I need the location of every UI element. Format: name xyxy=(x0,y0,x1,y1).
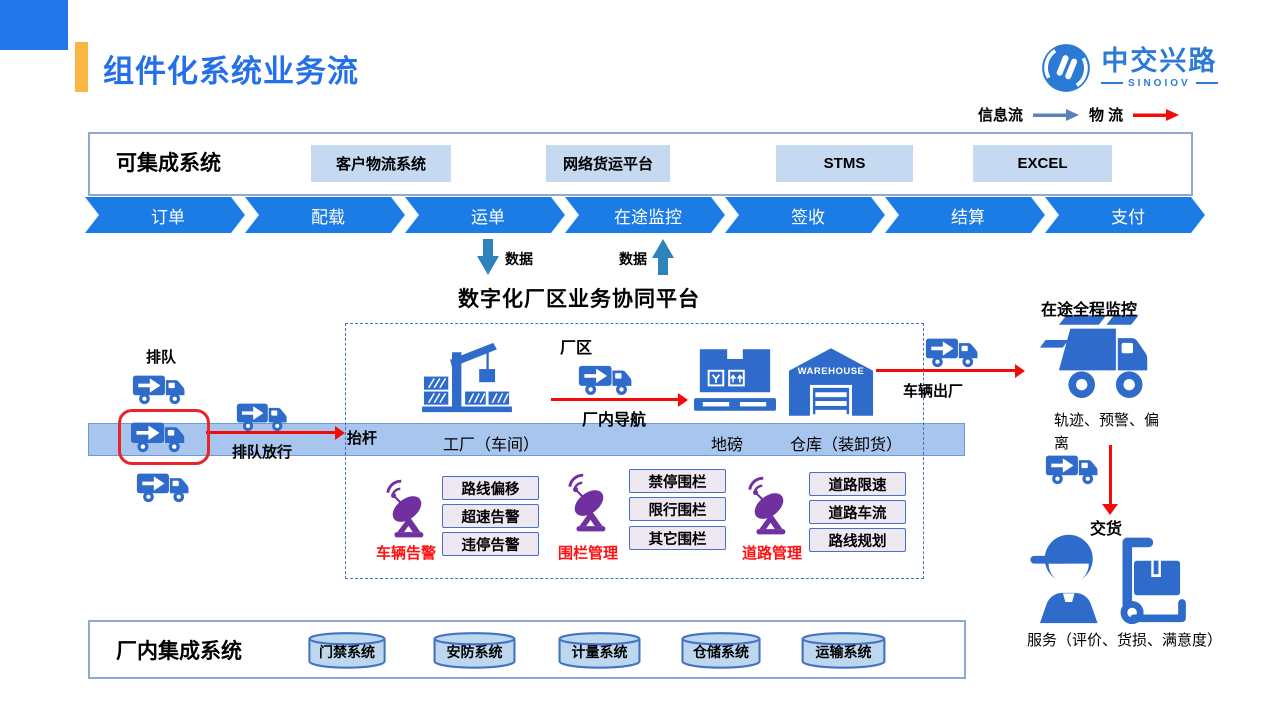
satellite-icon xyxy=(382,479,432,541)
truck-icon xyxy=(1045,452,1102,486)
logo-icon xyxy=(1040,42,1092,94)
integrable-systems-label: 可集成系统 xyxy=(116,152,221,175)
process-flow-bar: 订单 配载 运单 在途监控 签收 结算 支付 xyxy=(85,197,1205,233)
weighbridge-icon xyxy=(694,347,776,416)
system-pill-freight-platform: 网络货运平台 xyxy=(546,145,670,182)
road-pill-route-plan: 路线规划 xyxy=(809,528,906,552)
system-cylinder-security: 安防系统 xyxy=(432,631,517,669)
delivery-arrow xyxy=(1109,445,1112,505)
system-pill-excel: EXCEL xyxy=(973,145,1112,182)
fence-pill-restricted: 限行围栏 xyxy=(629,497,726,521)
band-factory-label: 工厂（车间） xyxy=(443,437,540,454)
system-cylinder-access: 门禁系统 xyxy=(307,631,387,669)
legend-material-label: 物 流 xyxy=(1089,107,1124,124)
integrated-systems-label: 厂内集成系统 xyxy=(116,640,242,663)
service-label: 服务（评价、货损、满意度） xyxy=(1027,632,1223,649)
system-cylinder-transport: 运输系统 xyxy=(800,631,887,669)
fence-management-label: 围栏管理 xyxy=(558,545,619,562)
cylinder-icon xyxy=(558,632,641,669)
vehicle-alert-label: 车辆告警 xyxy=(376,545,437,562)
road-management-label: 道路管理 xyxy=(742,545,803,562)
truck-icon xyxy=(236,400,291,433)
process-step-order: 订单 xyxy=(85,197,245,233)
system-cylinder-warehouse: 仓储系统 xyxy=(680,631,762,669)
system-pill-stms: STMS xyxy=(776,145,913,182)
queue-release-label: 排队放行 xyxy=(232,444,293,461)
in-plant-navigation-arrow xyxy=(551,392,688,407)
system-cylinder-metering: 计量系统 xyxy=(557,631,642,669)
truck-icon xyxy=(132,372,189,406)
queue-release-arrow xyxy=(206,425,345,440)
header-accent-bar xyxy=(75,42,88,92)
delivery-arrow-head xyxy=(1102,504,1118,515)
data-down-arrow-icon xyxy=(477,239,499,275)
cylinder-icon xyxy=(308,632,386,669)
cylinder-icon xyxy=(801,632,886,669)
crane-icon xyxy=(420,341,514,414)
satellite-icon xyxy=(744,476,794,538)
alert-pill-route-deviation: 路线偏移 xyxy=(442,476,539,500)
truck-icon xyxy=(130,419,189,454)
company-logo: 中交兴路 SINOIOV xyxy=(1040,42,1218,94)
monitoring-title: 在途全程监控 xyxy=(1041,302,1138,319)
info-flow-arrow-icon xyxy=(1033,108,1080,121)
band-weighbridge-label: 地磅 xyxy=(711,437,744,454)
material-flow-arrow-icon xyxy=(1133,108,1180,121)
integrable-systems-box: 可集成系统 客户物流系统 网络货运平台 STMS EXCEL xyxy=(88,132,1193,196)
integrated-systems-box: 厂内集成系统 门禁系统 安防系统 计量系统 xyxy=(88,620,966,679)
road-pill-traffic: 道路车流 xyxy=(809,500,906,524)
process-step-loading: 配载 xyxy=(245,197,405,233)
road-pill-speed-limit: 道路限速 xyxy=(809,472,906,496)
warehouse-icon: WAREHOUSE xyxy=(787,345,875,418)
monitoring-desc: 轨迹、预警、偏离 xyxy=(1054,412,1160,453)
cylinder-icon xyxy=(681,632,761,669)
process-step-waybill: 运单 xyxy=(405,197,565,233)
fence-pill-other: 其它围栏 xyxy=(629,526,726,550)
process-step-monitoring: 在途监控 xyxy=(565,197,725,233)
queue-label: 排队 xyxy=(146,349,177,366)
data-down-label: 数据 xyxy=(505,251,533,267)
truck-icon xyxy=(136,470,193,504)
system-pill-customer-logistics: 客户物流系统 xyxy=(311,145,451,182)
alert-pill-speeding: 超速告警 xyxy=(442,504,539,528)
flow-legend: 信息流 物 流 xyxy=(978,104,1180,125)
fast-truck-icon xyxy=(1038,315,1152,403)
logo-subtitle: SINOIOV xyxy=(1101,78,1218,89)
band-gate-label: 抬杆 xyxy=(347,430,378,447)
logo-text: 中交兴路 SINOIOV xyxy=(1101,46,1218,89)
header-accent-block xyxy=(0,0,68,50)
fence-pill-no-stop: 禁停围栏 xyxy=(629,469,726,493)
in-plant-navigation-label: 厂内导航 xyxy=(582,412,647,429)
warehouse-sign-text: WAREHOUSE xyxy=(797,366,865,377)
zone-label: 厂区 xyxy=(560,340,593,357)
process-step-settlement: 结算 xyxy=(885,197,1045,233)
warehouse-building-icon xyxy=(787,345,875,418)
alert-pill-illegal-parking: 违停告警 xyxy=(442,532,539,556)
process-step-sign: 签收 xyxy=(725,197,885,233)
vehicle-exit-arrow xyxy=(876,363,1025,378)
truck-icon xyxy=(925,335,982,369)
process-step-payment: 支付 xyxy=(1045,197,1205,233)
data-up-arrow-icon xyxy=(652,239,674,275)
logo-name: 中交兴路 xyxy=(1101,46,1218,77)
cylinder-icon xyxy=(433,632,516,669)
delivery-label: 交货 xyxy=(1090,521,1123,538)
page-title: 组件化系统业务流 xyxy=(103,54,359,89)
vehicle-exit-label: 车辆出厂 xyxy=(903,383,964,400)
band-warehouse-label: 仓库（装卸货） xyxy=(790,437,903,454)
platform-title: 数字化厂区业务协同平台 xyxy=(458,288,700,311)
delivery-worker-icon xyxy=(1026,530,1194,626)
highlighted-truck-frame xyxy=(118,409,210,465)
legend-info-label: 信息流 xyxy=(978,107,1024,124)
truck-icon xyxy=(578,362,636,397)
factory-band xyxy=(88,423,965,456)
data-up-label: 数据 xyxy=(619,251,647,267)
satellite-icon xyxy=(564,473,614,535)
